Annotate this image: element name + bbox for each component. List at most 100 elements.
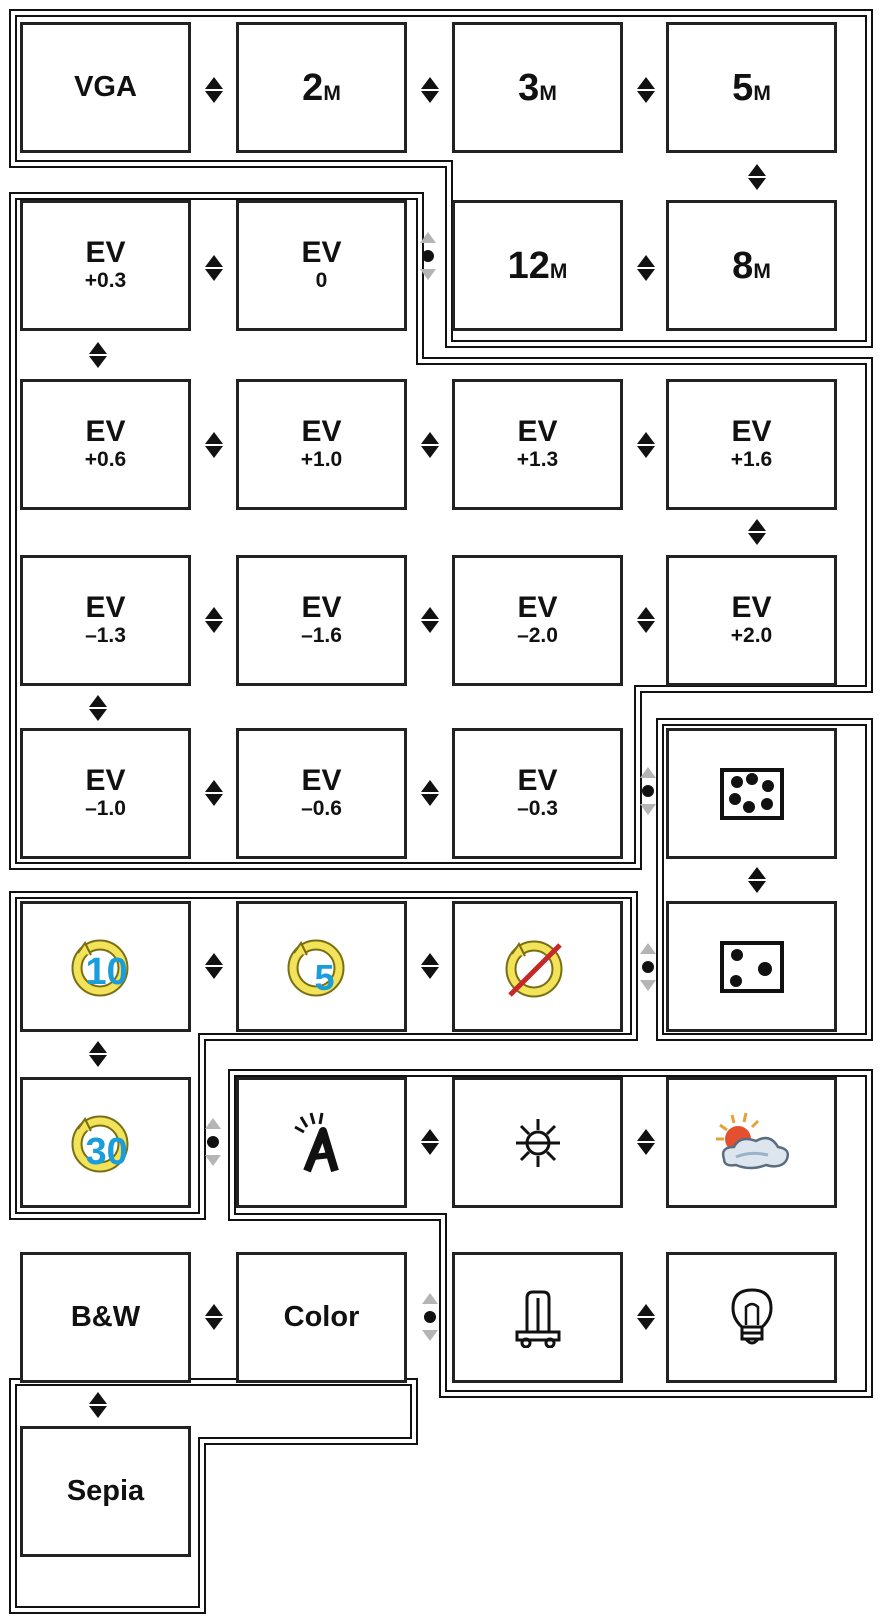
wb-cloudy-button[interactable] [666, 1077, 837, 1208]
double-arrow [89, 1041, 107, 1067]
self-timer-10s-button[interactable]: 10 [20, 901, 191, 1032]
ev-value: +0.3 [84, 269, 127, 292]
ev-value: –1.0 [85, 797, 126, 820]
quality-normal-icon [719, 940, 784, 993]
fluorescent-icon [515, 1290, 560, 1348]
double-arrow [748, 164, 766, 190]
ev-label: EV [517, 591, 558, 624]
auto-white-balance-icon [293, 1112, 339, 1172]
double-arrow [205, 1304, 223, 1330]
timer-seconds: 30 [85, 1130, 128, 1173]
ev-label: EV [85, 591, 126, 624]
self-timer-5s-button[interactable]: 5 [236, 901, 407, 1032]
ev-value: +1.6 [730, 448, 773, 471]
exposure-minus-1-6-button[interactable]: EV –1.6 [236, 555, 407, 686]
double-arrow [637, 1304, 655, 1330]
exposure-plus-0-3-button[interactable]: EV +0.3 [20, 200, 191, 331]
group-outline-timer-inner [15, 897, 632, 1214]
group-connector [205, 1118, 221, 1166]
exposure-minus-0-3-button[interactable]: EV –0.3 [452, 728, 623, 859]
double-arrow [205, 432, 223, 458]
group-outline-exposure [9, 192, 873, 870]
resolution-number: 3 [518, 66, 540, 109]
ev-label: EV [517, 764, 558, 797]
double-arrow [89, 695, 107, 721]
ev-value: –0.3 [517, 797, 558, 820]
ev-label: EV [85, 415, 126, 448]
timer-icon [71, 1115, 128, 1172]
ev-label: EV [85, 764, 126, 797]
exposure-plus-0-6-button[interactable]: EV +0.6 [20, 379, 191, 510]
ev-label: EV [731, 415, 772, 448]
resolution-unit: M [753, 81, 771, 105]
resolution-unit: M [549, 259, 568, 283]
double-arrow [637, 255, 655, 281]
double-arrow [637, 432, 655, 458]
group-outline-resolution [9, 9, 873, 348]
exposure-minus-0-6-button[interactable]: EV –0.6 [236, 728, 407, 859]
ev-value: +0.6 [84, 448, 127, 471]
ev-label: EV [517, 415, 558, 448]
group-outlines [9, 9, 873, 1614]
exposure-minus-1-0-button[interactable]: EV –1.0 [20, 728, 191, 859]
double-arrow [205, 77, 223, 103]
daylight-icon [515, 1118, 560, 1167]
resolution-number: 5 [732, 66, 754, 109]
ev-value: –1.6 [301, 624, 342, 647]
resolution-2m-button[interactable]: 2M [236, 22, 407, 153]
self-timer-off-button[interactable] [452, 901, 623, 1032]
resolution-number: 2 [302, 66, 324, 109]
ev-value: –1.3 [85, 624, 126, 647]
quality-fine-button[interactable] [666, 728, 837, 859]
color-mode-bw-button[interactable]: B&W [20, 1252, 191, 1383]
group-connector [640, 767, 656, 815]
quality-fine-icon [719, 767, 784, 820]
exposure-plus-2-0-button[interactable]: EV +2.0 [666, 555, 837, 686]
resolution-number: 8 [732, 244, 754, 287]
wb-tungsten-button[interactable] [666, 1252, 837, 1383]
group-outline-whitebalance [228, 1069, 873, 1398]
color-mode-sepia-button[interactable]: Sepia [20, 1426, 191, 1557]
ev-value: –0.6 [301, 797, 342, 820]
group-outline-color [9, 1378, 418, 1614]
exposure-plus-1-3-button[interactable]: EV +1.3 [452, 379, 623, 510]
timer-icon [287, 939, 344, 996]
resolution-5m-button[interactable]: 5M [666, 22, 837, 153]
wb-fluorescent-button[interactable] [452, 1252, 623, 1383]
exposure-minus-2-0-button[interactable]: EV –2.0 [452, 555, 623, 686]
wb-auto-button[interactable] [236, 1077, 407, 1208]
resolution-unit: M [539, 81, 557, 105]
color-mode-label: Sepia [66, 1475, 145, 1507]
ev-label: EV [85, 236, 126, 269]
quality-normal-button[interactable] [666, 901, 837, 1032]
resolution-number: 12 [507, 244, 550, 287]
double-arrow [421, 607, 439, 633]
ev-label: EV [301, 415, 342, 448]
resolution-unit: M [323, 81, 341, 105]
double-arrow [748, 519, 766, 545]
color-mode-color-button[interactable]: Color [236, 1252, 407, 1383]
double-arrow [421, 432, 439, 458]
exposure-0-button[interactable]: EV 0 [236, 200, 407, 331]
wb-daylight-button[interactable] [452, 1077, 623, 1208]
timer-off-icon [505, 940, 562, 997]
self-timer-30s-button[interactable]: 30 [20, 1077, 191, 1208]
group-outline-timer [9, 891, 638, 1220]
resolution-8m-button[interactable]: 8M [666, 200, 837, 331]
double-arrow [205, 953, 223, 979]
resolution-12m-button[interactable]: 12M [452, 200, 623, 331]
double-arrow [205, 255, 223, 281]
group-connectors [205, 232, 656, 1341]
resolution-3m-button[interactable]: 3M [452, 22, 623, 153]
double-arrow [748, 867, 766, 893]
group-connector [420, 232, 436, 280]
color-mode-label: Color [283, 1301, 360, 1333]
ev-label: EV [731, 591, 772, 624]
exposure-plus-1-6-button[interactable]: EV +1.6 [666, 379, 837, 510]
exposure-minus-1-3-button[interactable]: EV –1.3 [20, 555, 191, 686]
double-arrow [421, 1129, 439, 1155]
resolution-vga-button[interactable]: VGA [20, 22, 191, 153]
exposure-plus-1-0-button[interactable]: EV +1.0 [236, 379, 407, 510]
tungsten-icon [730, 1287, 773, 1344]
